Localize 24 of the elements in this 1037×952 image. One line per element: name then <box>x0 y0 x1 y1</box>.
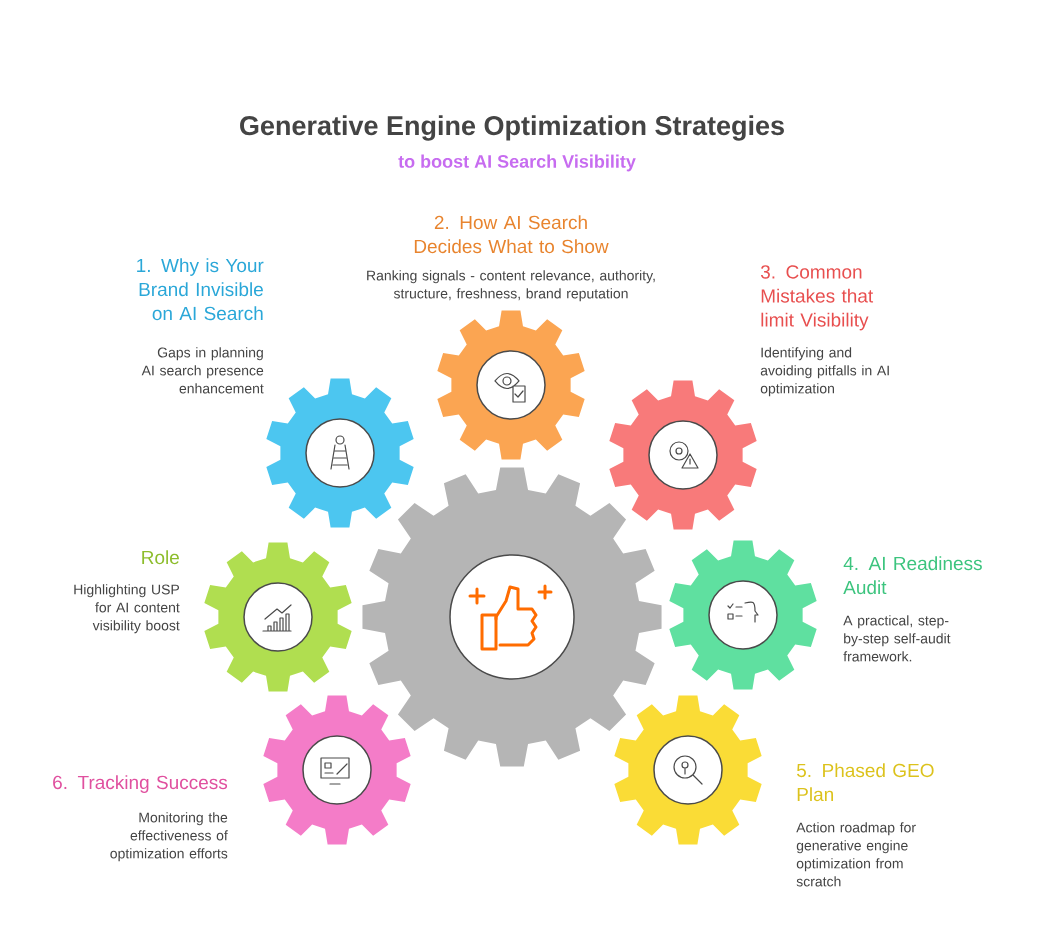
description-text: Highlighting USP for AI content visibility boost <box>74 584 180 634</box>
description-text: Identifying and avoiding pitfalls in AI optimization <box>760 347 889 397</box>
title: Generative Engine Optimization Strategies <box>240 115 784 141</box>
gear <box>204 542 352 692</box>
description-text: A practical, step-by-step self-audit framework. <box>843 615 951 662</box>
subtitle: to boost AI Search Visibility <box>398 154 636 172</box>
gear <box>669 540 817 690</box>
description-text: Action roadmap for generative engine optimization from scratch <box>796 822 916 887</box>
heading-text: 2. How AI Search Decides What to Show <box>414 215 609 254</box>
gear <box>609 380 757 530</box>
heading-text: 1. Why is Your Brand Invisible on AI Search <box>137 258 264 321</box>
gear <box>614 695 762 845</box>
heading-text: Role <box>142 550 179 565</box>
gear <box>266 378 414 528</box>
heading-text: 4. AI Readiness Audit <box>843 556 982 595</box>
heading-text: 5. Phased GEO Plan <box>796 763 934 802</box>
gear <box>263 695 411 845</box>
description-text: Gaps in planning AI search presence enhancement <box>141 347 264 394</box>
description-text: Monitoring the effectiveness of optimization efforts <box>110 812 228 862</box>
heading-text: 6. Tracking Success <box>53 775 228 793</box>
heading-text: 3. Common Mistakes that limit Visibility <box>760 265 874 331</box>
description-text: Ranking signals - content relevance, authority, structure, freshness, brand reputation <box>367 270 655 302</box>
gear <box>362 467 662 767</box>
gear <box>437 310 585 460</box>
